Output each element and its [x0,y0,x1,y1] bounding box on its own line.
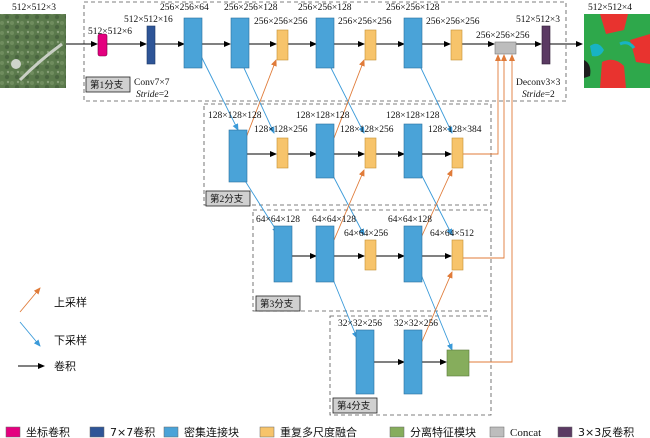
b2-fusion-block-1 [276,137,289,169]
input-image [0,14,66,88]
branch3-tag: 第3分支 [255,295,301,312]
b1-dense-block-3 [315,17,335,69]
b1-label-deconv-stride: Stride=2 [522,90,555,100]
b3-label-f2: 64×64×512 [430,229,474,239]
legend-swatch-deconv [557,426,573,438]
b2-fusion-block-2 [364,137,377,169]
b2-label-f3: 128×128×384 [428,125,482,135]
b3-label-d2: 64×64×128 [312,215,356,225]
legend-label-separate: 分离特征模块 [410,425,476,438]
b1-label-f1: 256×256×256 [254,17,308,27]
conv7x7-block [146,25,156,65]
branch4-tag: 第4分支 [332,397,378,414]
legend-swatch-fusion [259,426,275,438]
branch2-tag: 第2分支 [205,190,251,207]
legend-label-coord-conv: 坐标卷积 [26,425,70,438]
upsample-legend-label: 上采样 [54,295,87,309]
b1-fusion-block-3 [450,29,463,61]
output-segmentation-image [584,14,650,88]
b3-dense-block-3 [403,225,423,283]
b2-label-d2: 128×128×128 [296,111,350,121]
concat-block [494,41,517,55]
separate-feature-block [446,349,470,377]
b4-label-d2: 32×32×256 [394,319,438,329]
b1-dense-block-4 [403,17,423,69]
b4-dense-block-2 [403,329,423,395]
b1-fusion-block-1 [276,29,289,61]
legend-swatch-conv7 [89,426,105,438]
arrow-legend: 上采样 下采样 卷积 [18,287,87,373]
branch1-tag: 第1分支 [85,76,131,93]
legend-label-deconv: 3×3反卷积 [578,425,634,438]
b1-label-conv7: 512×512×16 [124,15,173,25]
b1-label-deconv-name: Deconv3×3 [516,78,561,88]
legend-label-dense: 密集连接块 [184,425,239,438]
branch1-frame [83,1,567,102]
b4-label-d1: 32×32×256 [338,319,382,329]
svg-text:第2分支: 第2分支 [210,193,244,205]
downsample-legend-arrow [19,321,41,347]
legend-swatch-separate [389,426,405,438]
b2-label-f2: 128×128×256 [340,125,394,135]
b3-label-f1: 64×64×256 [344,229,388,239]
b1-label-d2: 256×256×128 [224,3,278,13]
upsample-legend-arrow [19,287,41,313]
b2-label-d3: 128×128×128 [386,111,440,121]
color-legend: 坐标卷积 7×7卷积 密集连接块 重复多尺度融合 分离特征模块 Concat 3… [5,425,634,438]
b2-fusion-block-3 [451,137,464,169]
b3-label-d3: 64×64×128 [388,215,432,225]
b3-fusion-block-2 [451,239,464,271]
b1-label-d3: 256×256×128 [298,3,352,13]
b2-dense-block-3 [403,123,423,179]
b3-dense-block-2 [315,225,335,283]
b2-label-f1: 128×128×256 [254,125,308,135]
output-size-label: 512×512×4 [588,3,632,13]
b2-dense-block-2 [315,123,335,179]
branch4-frame [329,315,492,416]
deconv3x3-block [541,25,551,65]
svg-text:第1分支: 第1分支 [90,79,124,91]
b1-label-d4: 256×256×128 [386,3,440,13]
branch3-frame [252,209,492,312]
svg-text:第4分支: 第4分支 [337,400,371,412]
legend-label-concat: Concat [510,427,541,438]
b3-fusion-block-1 [364,239,377,271]
coord-conv-block [97,33,108,57]
b1-label-conv7-name: Conv7×7 [134,78,170,88]
input-size-label: 512×512×3 [12,3,56,13]
svg-text:第3分支: 第3分支 [260,298,294,310]
b1-label-d1: 256×256×64 [160,3,209,13]
b1-label-concat: 256×256×256 [476,31,530,41]
legend-label-conv7: 7×7卷积 [110,425,155,438]
b1-dense-block-2 [230,17,250,69]
b4-dense-block-1 [355,329,375,395]
legend-swatch-coord-conv [5,426,21,438]
b3-label-d1: 64×64×128 [256,215,300,225]
legend-swatch-dense [163,426,179,438]
b2-label-d1: 128×128×128 [208,111,262,121]
b1-fusion-block-2 [364,29,377,61]
b1-label-f2: 256×256×256 [338,17,392,27]
b3-dense-block-1 [273,225,293,283]
connections [66,41,583,365]
b1-dense-block-1 [183,17,203,69]
b1-label-deconv: 512×512×3 [516,15,560,25]
conv-legend-label: 卷积 [54,359,76,373]
legend-swatch-concat [489,426,505,438]
downsample-legend-label: 下采样 [54,333,87,347]
b1-label-f3: 256×256×256 [426,17,480,27]
b1-label-conv7-stride: Stride=2 [136,90,169,100]
b1-label-coord-conv: 512×512×6 [88,27,132,37]
legend-label-fusion: 重复多尺度融合 [280,425,357,438]
b2-dense-block-1 [228,129,248,183]
